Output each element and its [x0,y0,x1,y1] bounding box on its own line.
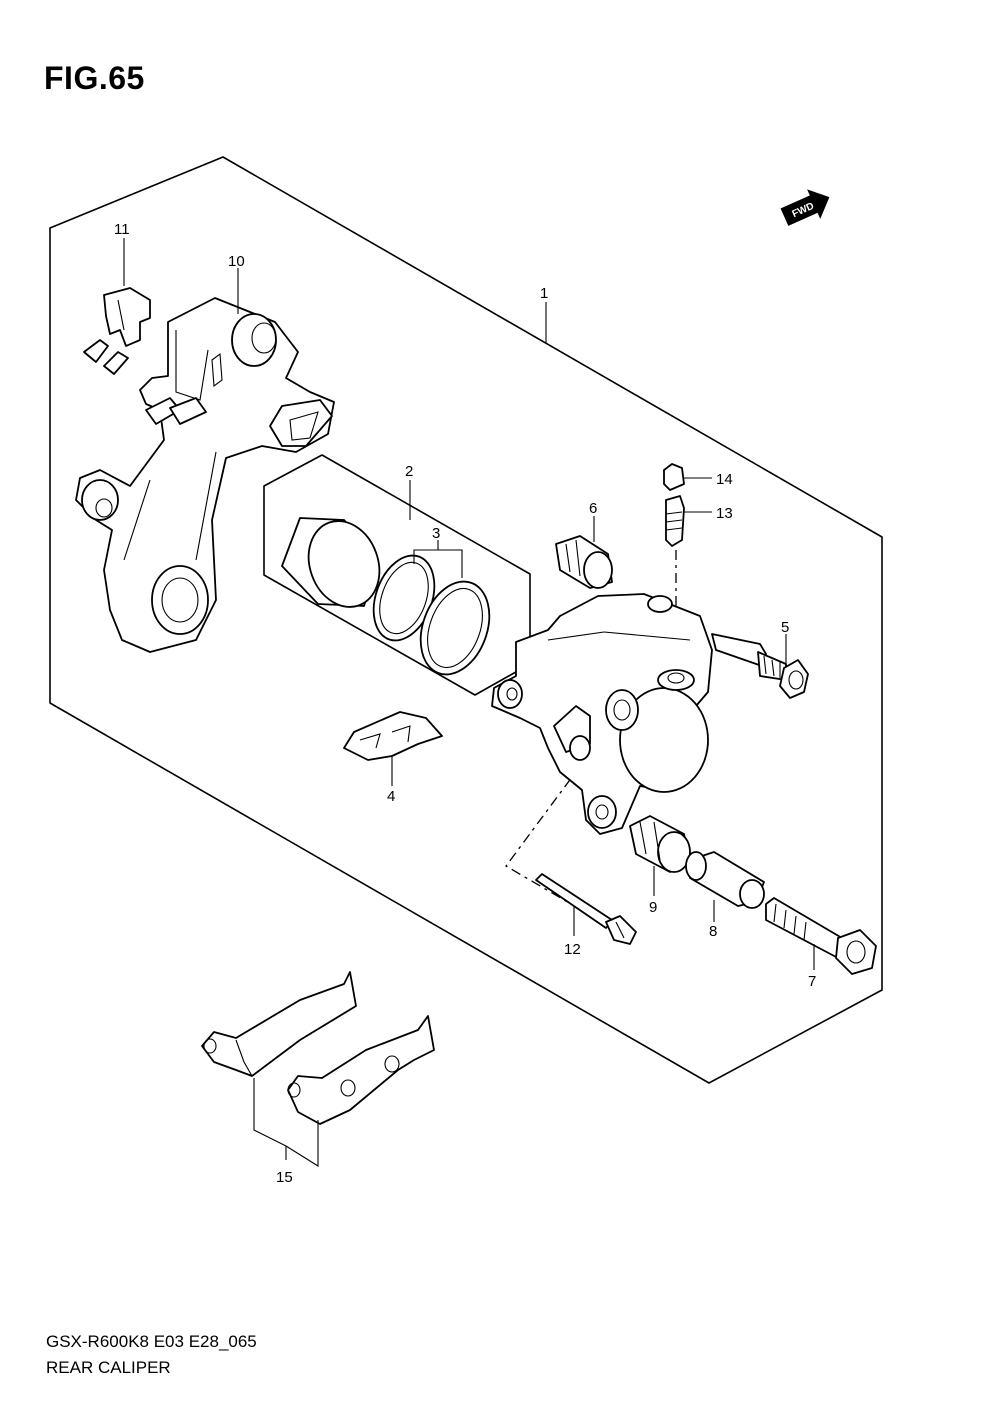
callout-6: 6 [589,500,597,517]
callout-13: 13 [716,505,733,522]
part-11-clip [83,287,151,375]
part-4-pad-spring [343,711,443,776]
callout-7: 7 [808,973,816,990]
part-7-bolt [765,897,877,975]
assembly-boundary [49,156,883,1084]
callout-2: 2 [405,463,413,480]
callout-15: 15 [276,1169,293,1186]
part-10-bracket [75,297,335,653]
part-12-pin [535,873,637,945]
callout-3: 3 [432,525,440,542]
part-14-bleeder-cap [663,463,685,491]
leader-lines [123,238,815,1167]
callout-12: 12 [564,941,581,958]
callout-4: 4 [387,788,395,805]
callout-1: 1 [540,285,548,302]
part-5-bolt [711,633,809,699]
figure-name: REAR CALIPER [46,1358,171,1377]
part-2-piston [281,517,381,608]
part-1-caliper-body [491,593,713,835]
part-15-brake-pads [201,971,435,1125]
callout-9: 9 [649,899,657,916]
callout-11: 11 [114,221,130,238]
callout-5: 5 [781,619,789,636]
callout-10: 10 [228,253,245,270]
fwd-arrow-icon: FWD [780,189,830,226]
part-3-seals [372,554,491,676]
figure-title: FIG.65 [44,60,145,96]
callout-8: 8 [709,923,717,940]
part-6-boot [555,535,613,589]
part-9-boot [629,815,691,873]
model-code: GSX-R600K8 E03 E28_065 [46,1332,257,1351]
part-8-sleeve [685,851,765,909]
callout-14: 14 [716,471,733,488]
part-13-bleeder-valve [665,495,685,547]
